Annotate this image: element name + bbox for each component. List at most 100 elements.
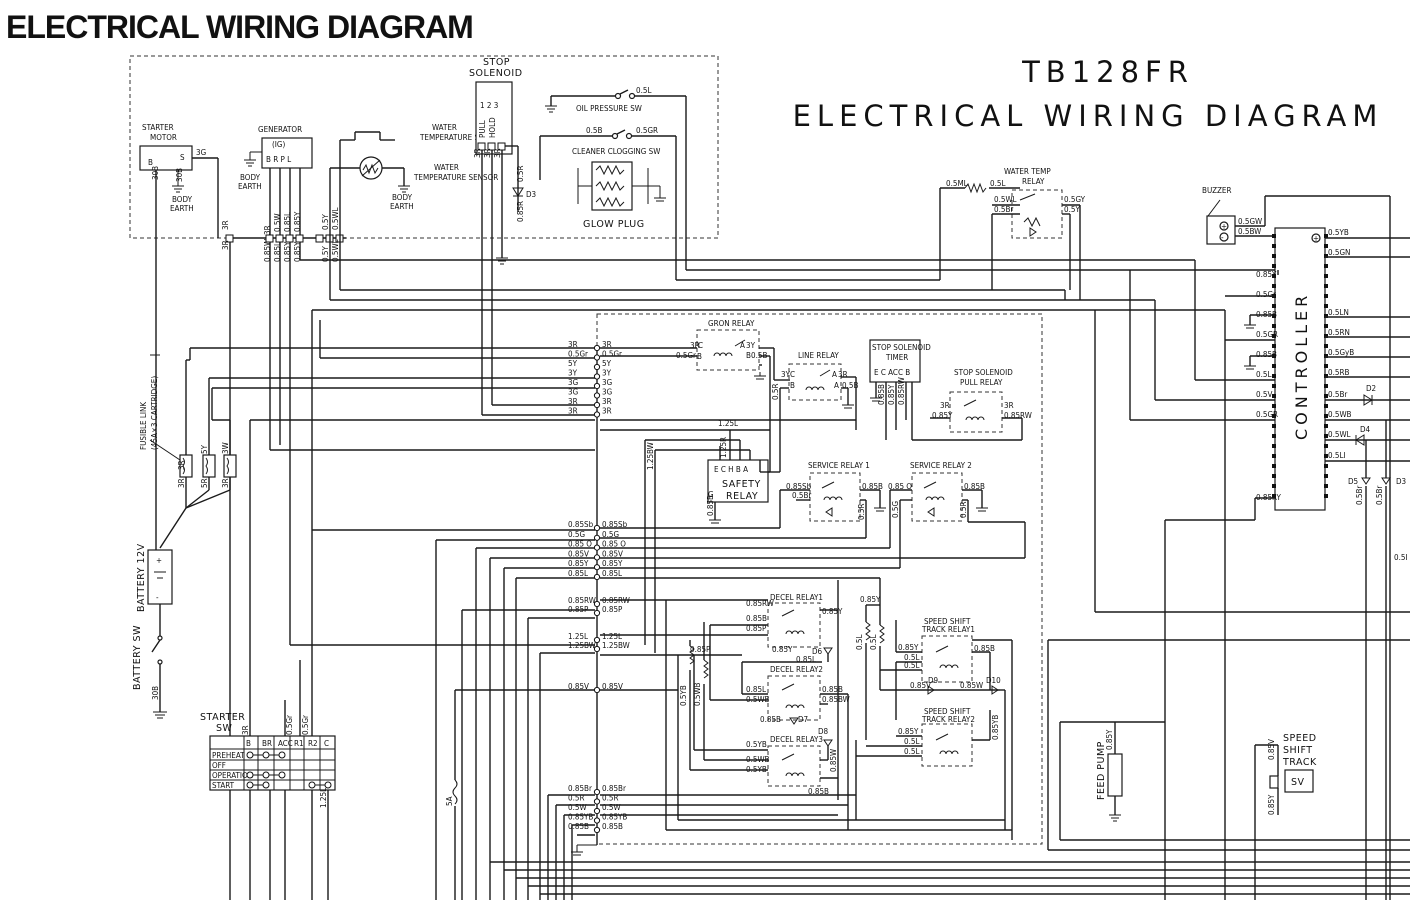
wire-label: 0.85B (568, 822, 589, 831)
wire-label: 0.85Y (602, 559, 623, 568)
controller-pin-left (1272, 414, 1276, 418)
svg-text:0.85B: 0.85B (964, 482, 985, 491)
connector-pin (593, 411, 601, 418)
controller-pin-left (1272, 254, 1276, 258)
bottom-harness-lines (490, 639, 1410, 895)
svg-text:D6: D6 (812, 647, 823, 656)
svg-text:0.5L: 0.5L (855, 635, 864, 650)
svg-text:0.5L: 0.5L (990, 179, 1005, 188)
svg-text:0.5GR: 0.5GR (1256, 410, 1278, 419)
controller-pin-left (1272, 374, 1276, 378)
starter-sw-column: R1 (294, 739, 304, 748)
main-harness-lines (300, 188, 1278, 900)
svg-text:BATTERY SW: BATTERY SW (132, 625, 143, 690)
svg-text:0.5WL: 0.5WL (331, 239, 340, 262)
wire-label: 0.5W (568, 803, 587, 812)
battery: + - BATTERY 12V BATTERY SW 30B (132, 360, 173, 719)
stop-solenoid-pull-relay: STOP SOLENOID PULL RELAY 3R 3R 0.85Y 0.8… (930, 368, 1032, 433)
svg-text:FUSIBLE LINK: FUSIBLE LINK (139, 402, 148, 450)
wire-label: 3G (602, 388, 612, 397)
svg-text:S: S (180, 153, 185, 162)
controller-pin-right (1324, 424, 1328, 428)
wire-label: 3Y (568, 369, 578, 378)
svg-text:0.5RN: 0.5RN (1328, 328, 1350, 337)
controller-pin-right (1324, 244, 1328, 248)
wire-label: 0.5Gr (602, 350, 622, 359)
controller-pin-right (1324, 384, 1328, 388)
svg-text:D3: D3 (1396, 477, 1406, 486)
controller-pin-right (1324, 394, 1328, 398)
svg-text:SW: SW (216, 723, 233, 734)
svg-text:3R: 3R (483, 148, 492, 158)
svg-text:0.5L: 0.5L (904, 653, 919, 662)
svg-text:STOP: STOP (483, 57, 510, 68)
wire-label: 3Y (602, 369, 612, 378)
svg-text:SV: SV (1291, 777, 1305, 788)
svg-text:0.85B: 0.85B (808, 787, 829, 796)
page-header: ELECTRICAL WIRING DIAGRAM (6, 9, 473, 45)
controller-pin-right (1324, 354, 1328, 358)
wire-label: 0.5R (568, 794, 584, 803)
controller-pin-left (1272, 314, 1276, 318)
svg-text:+: + (156, 556, 162, 565)
svg-text:0.5Br: 0.5Br (1328, 390, 1347, 399)
controller-pin-right (1324, 484, 1328, 488)
cleaner-clogging-switch: 0.5B 0.5GR CLEANER CLOGGING SW (539, 126, 677, 280)
svg-text:0.85Y: 0.85Y (283, 241, 292, 262)
wire-label: 0.85Sb (602, 520, 628, 529)
svg-text:STOP SOLENOID: STOP SOLENOID (954, 368, 1013, 377)
svg-text:WATER TEMP: WATER TEMP (1004, 167, 1051, 176)
starter-motor-label-1: STARTER (142, 123, 174, 132)
svg-text:0.85Y: 0.85Y (1105, 729, 1114, 750)
svg-text:3R: 3R (221, 220, 230, 230)
wire-label: 0.5Gr (568, 350, 588, 359)
connector-pin (593, 807, 601, 815)
svg-text:3Y: 3Y (746, 341, 756, 350)
controller-pin-left (1272, 424, 1276, 428)
controller-pin-right (1324, 494, 1328, 498)
svg-text:0.5WL: 0.5WL (1328, 430, 1351, 439)
controller-pin-left (1272, 434, 1276, 438)
svg-text:D4: D4 (1360, 425, 1371, 434)
svg-text:CLEANER CLOGGING SW: CLEANER CLOGGING SW (572, 147, 660, 156)
controller-pin-right (1324, 234, 1328, 238)
wire-label: 1.25L (602, 632, 622, 641)
connector-pin (593, 686, 601, 694)
svg-text:0.5GR: 0.5GR (636, 126, 658, 135)
controller-pin-right (1324, 324, 1328, 328)
controller-left-wiring: 0.85Y 0.5Gr 0.85B 0.5GR 0.85B 0.5L 0.5V … (1064, 260, 1410, 900)
svg-text:TRACK: TRACK (1282, 757, 1317, 768)
controller-pin-right (1324, 284, 1328, 288)
starter-sw-column: BR (262, 739, 272, 748)
connector-pin (593, 600, 601, 608)
svg-text:+: + (1221, 222, 1227, 231)
engine-connector-row: 3R 3R 0.5Y 0.5WL 0.5Y 0.5WL (221, 168, 346, 900)
svg-text:STOP SOLENOID: STOP SOLENOID (872, 343, 931, 352)
starter-sw-row: START (212, 781, 235, 790)
wire-label: 0.85V (568, 549, 589, 558)
controller-pin-left (1272, 474, 1276, 478)
svg-text:0.85W: 0.85W (263, 239, 272, 262)
controller-pin-left (1272, 234, 1276, 238)
connector-pin (593, 373, 601, 380)
svg-text:30B: 30B (151, 686, 160, 700)
engine-harness-area (129, 55, 719, 239)
svg-text:LINE RELAY: LINE RELAY (798, 351, 839, 360)
wire-label: 0.85Br (602, 784, 626, 793)
diagram-model: TB128FR (1021, 55, 1194, 89)
controller-pin-left (1272, 384, 1276, 388)
wire-label: 0.85 O (568, 540, 592, 549)
svg-text:RELAY: RELAY (1022, 177, 1045, 186)
svg-text:D9: D9 (928, 676, 939, 685)
connector-pin (593, 798, 601, 805)
svg-text:0.85Y: 0.85Y (898, 643, 919, 652)
svg-text:1.25L: 1.25L (718, 419, 738, 428)
svg-text:0.5R: 0.5R (857, 504, 866, 520)
svg-text:0.85B: 0.85B (1256, 310, 1277, 319)
starter-sw-row: OFF (212, 761, 226, 770)
connector-pin (593, 524, 601, 532)
svg-text:0.5Y: 0.5Y (321, 246, 330, 262)
connector-pin (593, 609, 601, 617)
